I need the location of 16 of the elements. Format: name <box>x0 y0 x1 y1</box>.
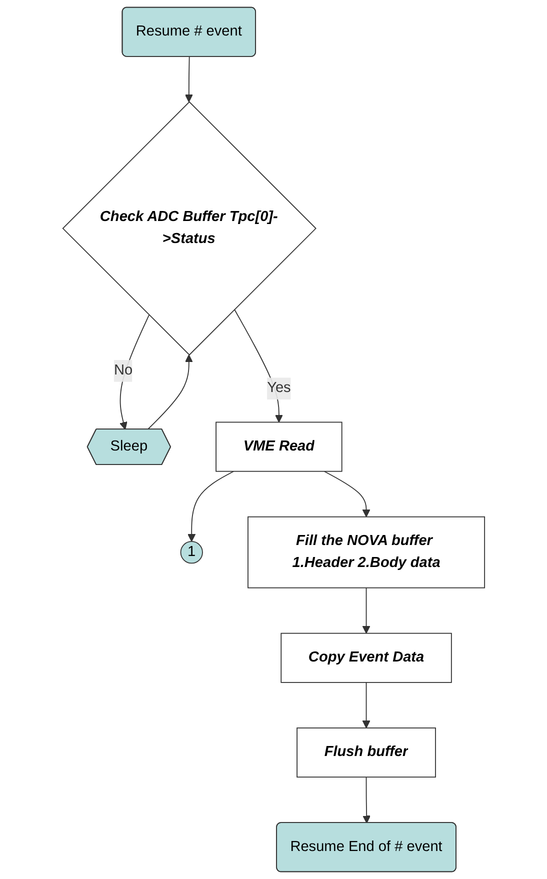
arrow <box>146 354 193 430</box>
edge-label: Yes <box>266 380 291 396</box>
arrow <box>184 56 193 102</box>
arrow <box>119 314 150 430</box>
node-box: Fill the NOVA buffer 1.Header 2.Body data <box>247 516 485 588</box>
arrow <box>362 587 370 634</box>
arrow <box>234 308 283 423</box>
node-circle: 1 <box>180 541 203 564</box>
arrow <box>362 776 370 824</box>
arrow <box>324 470 370 518</box>
node-box: Copy Event Data <box>280 632 452 683</box>
node-box: VME Read <box>215 422 342 472</box>
arrow <box>362 682 370 728</box>
arrow <box>187 470 234 542</box>
edge-label: No <box>114 362 132 378</box>
node-diamond: Check ADC Buffer Tpc[0]->Status <box>62 101 316 356</box>
